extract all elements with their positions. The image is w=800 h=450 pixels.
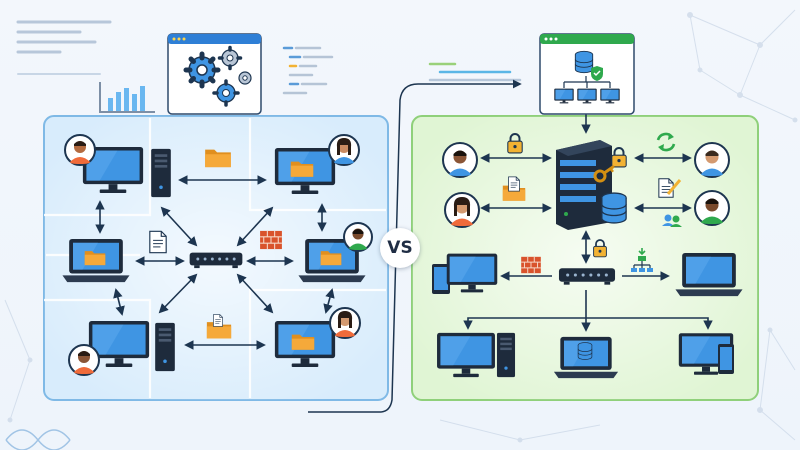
database-icon: [574, 50, 594, 74]
database-icon: [601, 192, 627, 224]
peer-top-left: [64, 134, 171, 198]
key-icon: [593, 165, 615, 183]
gear-icon: [217, 45, 243, 71]
user-avatar-icon: [64, 134, 96, 166]
vs-badge: VS: [380, 228, 420, 268]
document-icon: [149, 230, 167, 254]
decorative-text-lines: [16, 20, 112, 75]
laptop-bottom: [553, 336, 619, 379]
switch-connection-arrows: [463, 271, 713, 332]
firewall-icon: [259, 230, 283, 250]
gear-icon: [183, 51, 221, 89]
peer-top-right: [274, 134, 360, 195]
tablet-monitor: [432, 253, 498, 294]
user-avatar-icon: [343, 222, 373, 252]
user-avatar-icon: [328, 134, 360, 166]
bar-chart-icon: [99, 82, 155, 113]
laptop-right: [675, 252, 743, 297]
background-network-pattern: [4, 9, 798, 443]
settings-gears-window: [167, 33, 262, 115]
firewall-icon: [520, 256, 542, 274]
document-icon: [508, 176, 520, 192]
edit-document-icon: [658, 178, 682, 198]
peer-bottom-left: [68, 320, 175, 376]
peer-bottom-right: [274, 307, 361, 368]
user-left-2: [444, 192, 480, 228]
server-icon: [556, 140, 612, 230]
user-avatar-icon: [68, 344, 100, 376]
dna-strand-decoration: [5, 429, 71, 450]
shield-icon: [591, 66, 603, 81]
users-group-icon: [662, 214, 682, 227]
user-right-1: [694, 142, 730, 178]
user-left-1: [442, 142, 478, 178]
peer-mid-right: [298, 222, 373, 283]
network-topology-icon: [631, 248, 653, 272]
server-connection-arrows: [480, 153, 692, 264]
network-database-window: [539, 33, 635, 115]
monitor-phone: [678, 333, 734, 375]
gear-icon: [238, 71, 252, 85]
p2p-connection-arrows: [95, 175, 335, 350]
user-right-2: [694, 190, 730, 226]
p2p-network-panel: [43, 115, 389, 401]
sync-icon: [656, 132, 676, 152]
decorative-green-lines: [428, 62, 522, 82]
code-lines-decoration: [282, 46, 334, 95]
user-avatar-icon: [329, 307, 361, 339]
client-server-panel: [411, 100, 759, 401]
peer-mid-left: [62, 238, 130, 283]
gear-icon: [212, 79, 240, 107]
